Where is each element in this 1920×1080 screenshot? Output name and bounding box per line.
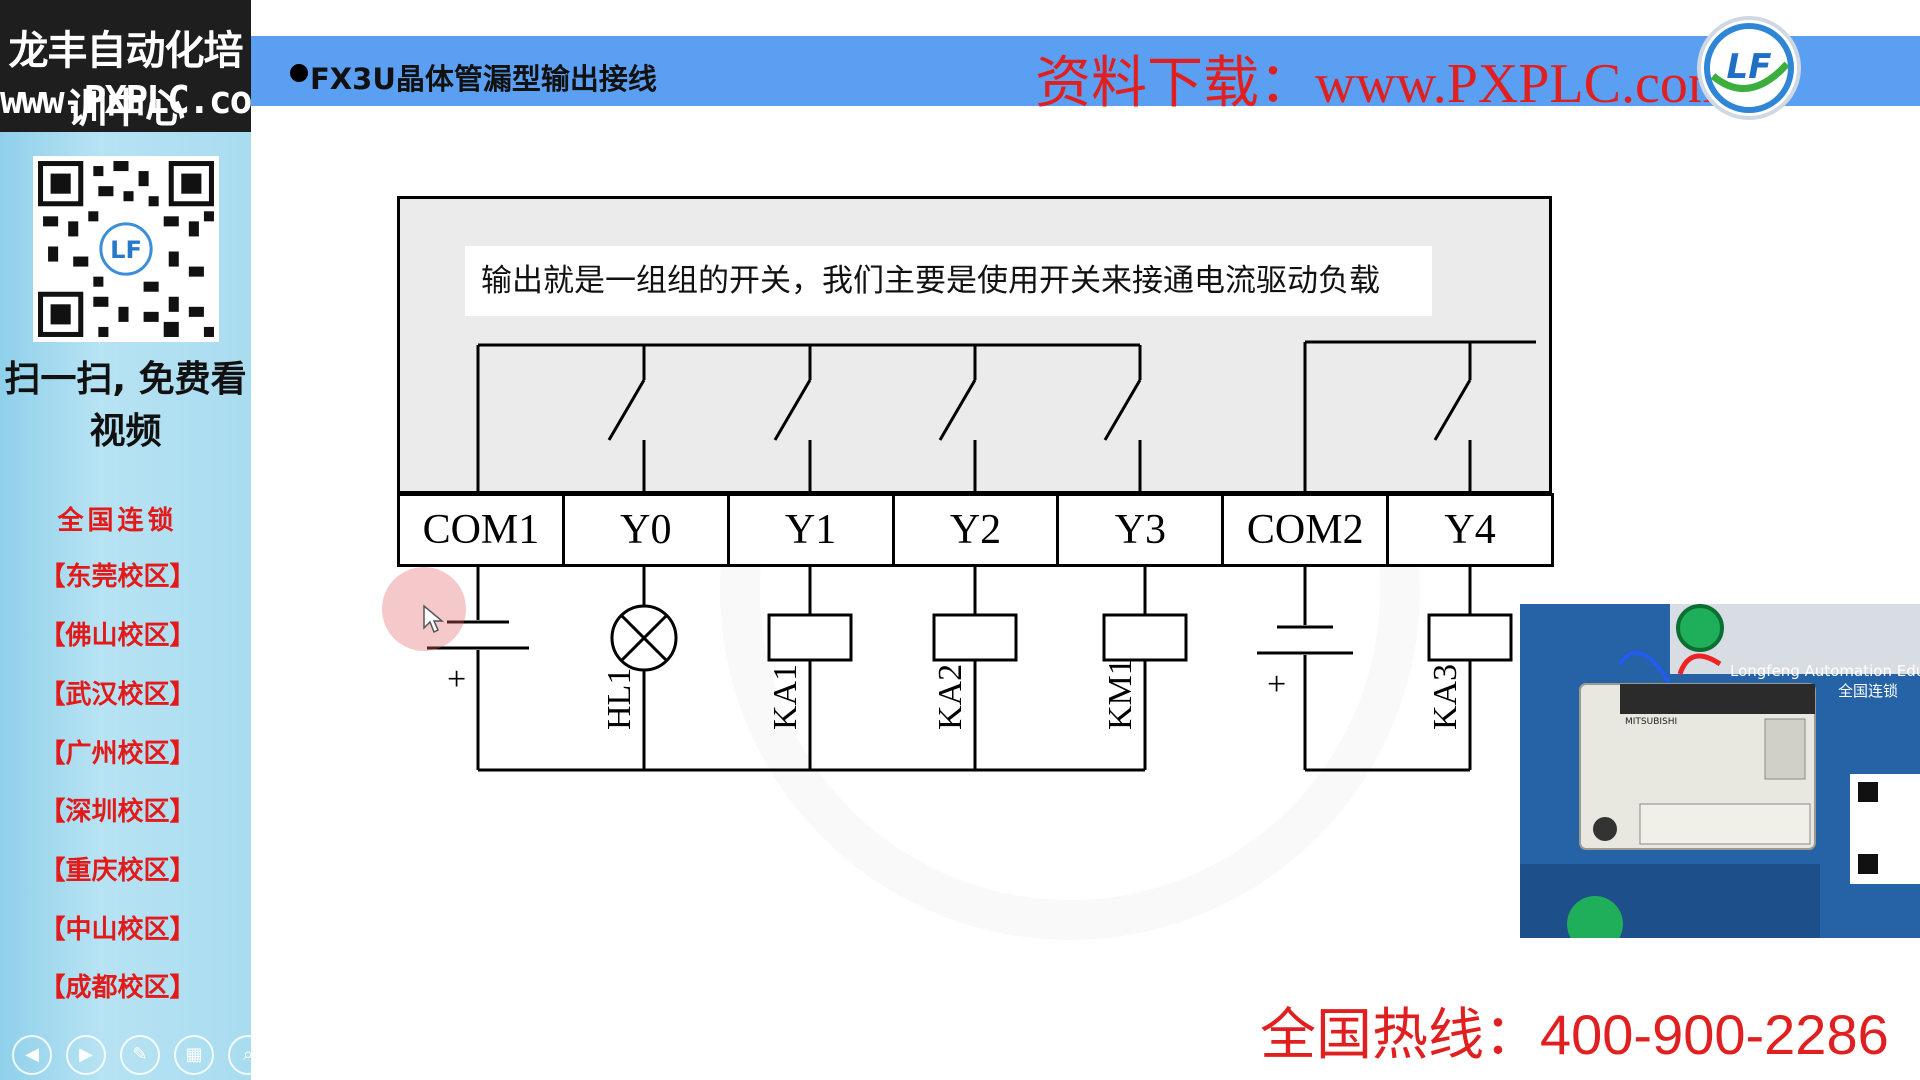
campus-link[interactable]: 【重庆校区】 [39, 856, 196, 886]
brand-site: www.PXPLC.com [0, 78, 273, 122]
sidebar: 龙丰自动化培训中心 www.PXPLC.com LF 扫一扫, 免费看视频 全国… [0, 0, 273, 1080]
bullet-icon [290, 64, 308, 82]
coil-ka3-icon [1427, 613, 1513, 662]
svg-text:全国连锁: 全国连锁 [1838, 682, 1898, 700]
svg-text:LF: LF [110, 236, 142, 264]
plus-sign-com1: + [447, 661, 466, 698]
svg-text:LF: LF [1727, 47, 1772, 87]
campus-link[interactable]: 【武汉校区】 [39, 680, 196, 710]
chain-title: 全国连锁 [57, 506, 178, 536]
svg-text:Longfeng Automation Education: Longfeng Automation Education [1730, 662, 1920, 680]
grid-icon[interactable]: ▦ [174, 1035, 214, 1075]
load-label-hl1: HL1 [601, 668, 638, 730]
download-banner: 资料下载：www.PXPLC.com [1035, 53, 1732, 115]
campus-link[interactable]: 【东莞校区】 [39, 562, 196, 592]
campus-link[interactable]: 【成都校区】 [39, 973, 196, 1003]
qr-code-icon: LF [33, 156, 219, 342]
more-icon[interactable]: ⋯ [282, 1035, 322, 1075]
pen-icon[interactable]: ✎ [120, 1035, 160, 1075]
campus-link[interactable]: 【中山校区】 [39, 915, 196, 945]
terminal-com2: COM2 [1224, 496, 1390, 564]
load-label-ka1: KA1 [767, 664, 804, 730]
svg-text:MITSUBISHI: MITSUBISHI [1625, 717, 1677, 727]
plc-photo-illustration: Longfeng Automation Education 全国连锁 MITSU… [1520, 604, 1920, 938]
scan-caption: 扫一扫, 免费看视频 [4, 359, 247, 452]
coil-ka2-icon [932, 613, 1018, 662]
plus-sign-com2: + [1267, 666, 1286, 703]
terminal-strip: COM1 Y0 Y1 Y2 Y3 COM2 Y4 [397, 493, 1554, 567]
coil-km1-icon [1102, 613, 1188, 662]
load-label-ka2: KA2 [932, 664, 969, 730]
diagram-note: 输出就是一组组的开关，我们主要是使用开关来接通电流驱动负载 [465, 246, 1432, 316]
slide-title: FX3U晶体管漏型输出接线 [310, 62, 657, 96]
terminal-y2: Y2 [895, 496, 1060, 564]
load-label-km1: KM1 [1102, 658, 1139, 730]
wiring-diagram: + + HL1 KA1 KA2 KM1 KA3 [427, 340, 1536, 772]
coil-ka1-icon [767, 613, 853, 662]
lf-logo-icon: LF [1697, 16, 1801, 120]
prev-icon[interactable]: ◀ [12, 1035, 52, 1075]
brand-block: 龙丰自动化培训中心 www.PXPLC.com [0, 0, 273, 132]
terminal-y0: Y0 [565, 496, 730, 564]
load-label-ka3: KA3 [1427, 664, 1464, 730]
terminal-com1: COM1 [400, 496, 565, 564]
camera-inset: Longfeng Automation Education 全国连锁 MITSU… [1520, 604, 1920, 938]
campus-link[interactable]: 【佛山校区】 [39, 621, 196, 651]
terminal-y4: Y4 [1444, 507, 1496, 553]
title-bar [251, 36, 1920, 106]
terminal-y3: Y3 [1059, 496, 1225, 564]
lamp-hl1-icon [610, 604, 678, 672]
cursor-pointer-icon [423, 604, 444, 634]
hotline: 全国热线：400-900-2286 [1260, 1003, 1889, 1066]
campus-link[interactable]: 【广州校区】 [39, 739, 196, 769]
zoom-icon[interactable]: ⌕ [228, 1035, 268, 1075]
campus-link[interactable]: 【深圳校区】 [39, 797, 196, 827]
brand-name: 龙丰自动化培训中心 [8, 28, 244, 132]
play-icon[interactable]: ▶ [66, 1035, 106, 1075]
terminal-y1: Y1 [730, 496, 895, 564]
